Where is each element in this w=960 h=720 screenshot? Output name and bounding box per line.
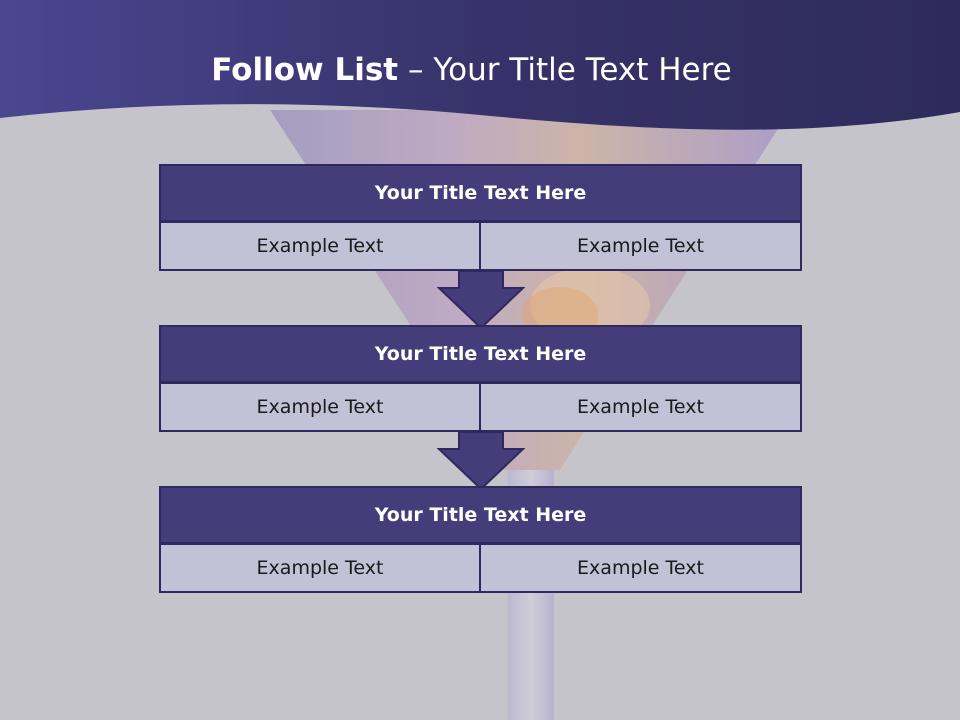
step-cell-right: Example Text [479,382,802,432]
step-cell-left: Example Text [159,543,481,593]
step-cell-right: Example Text [479,221,802,271]
step-title: Your Title Text Here [159,325,802,383]
step-cell-left: Example Text [159,382,481,432]
down-arrow-icon [437,431,525,491]
step-cell-right: Example Text [479,543,802,593]
step-cell-left: Example Text [159,221,481,271]
header-band [0,0,960,130]
step-title: Your Title Text Here [159,486,802,544]
title-rest: Your Title Text Here [433,52,732,88]
title-separator: – [398,52,434,88]
slide-title: Follow List – Your Title Text Here [0,52,943,88]
title-bold: Follow List [211,52,399,88]
down-arrow-icon [437,270,525,330]
step-title: Your Title Text Here [159,164,802,222]
